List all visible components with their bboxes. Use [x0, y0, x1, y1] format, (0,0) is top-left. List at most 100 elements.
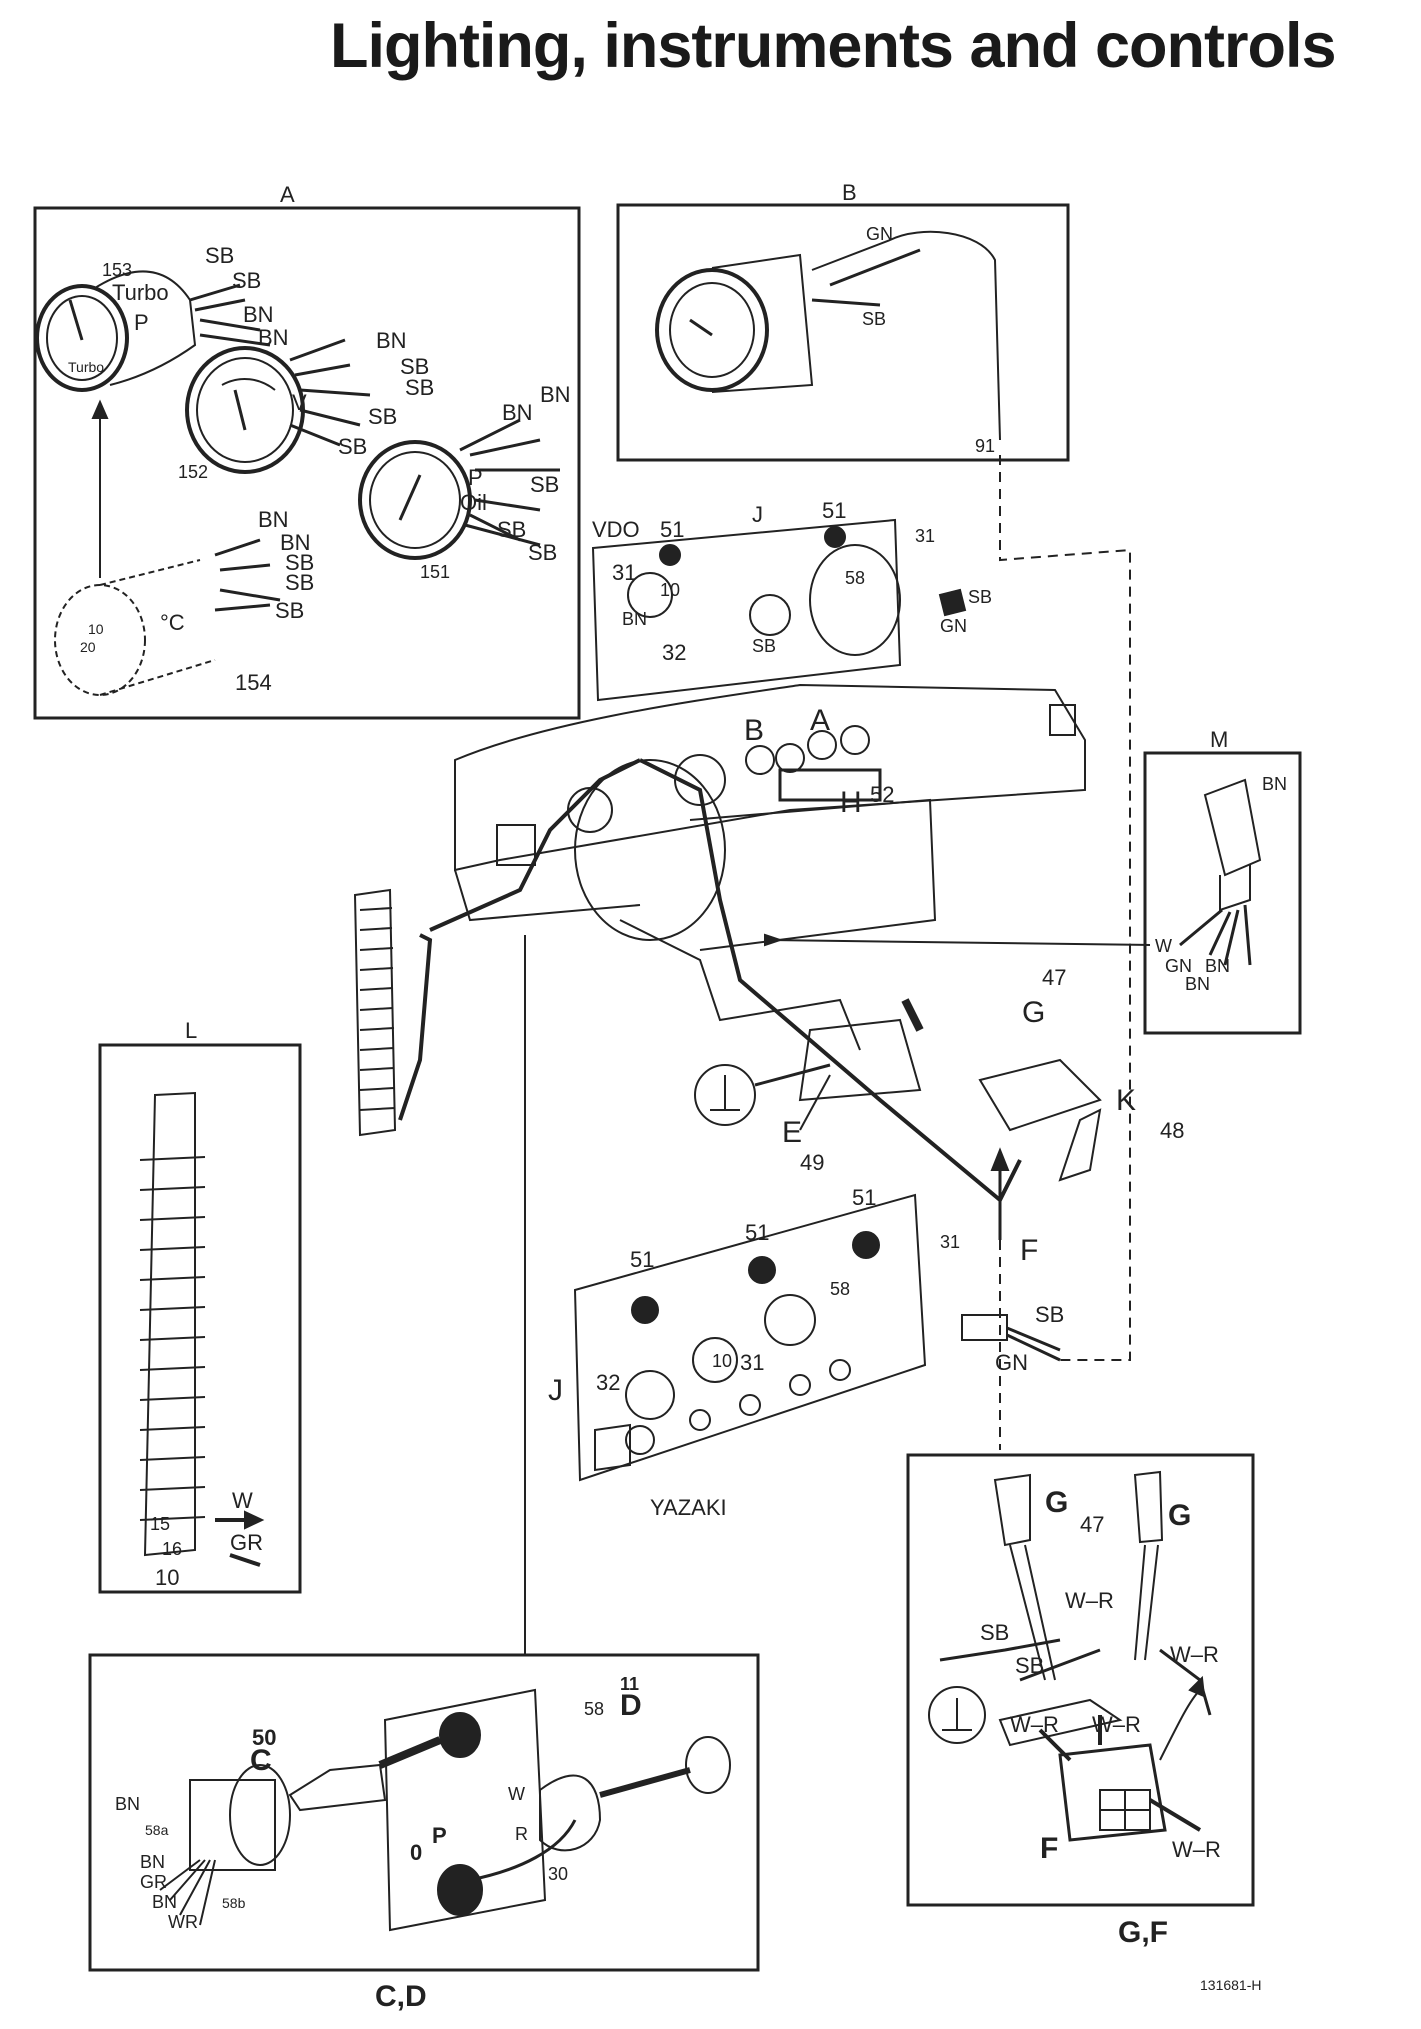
svg-text:C,D: C,D: [375, 1980, 427, 2013]
svg-text:31: 31: [740, 1350, 764, 1375]
svg-text:SB: SB: [528, 540, 557, 565]
svg-text:58: 58: [584, 1699, 604, 1719]
svg-text:47: 47: [1080, 1512, 1104, 1537]
svg-text:153: 153: [102, 260, 132, 280]
console-gk: G 47 K 48 F: [978, 965, 1184, 1267]
volt-gauge: V 152: [178, 338, 371, 482]
svg-text:SB: SB: [405, 375, 434, 400]
dashed-lead-b: [999, 455, 1131, 1361]
svg-text:47: 47: [1042, 965, 1066, 990]
svg-text:W–R: W–R: [1092, 1712, 1141, 1737]
svg-text:V: V: [292, 390, 307, 415]
svg-text:P: P: [134, 310, 149, 335]
svg-text:49: 49: [800, 1150, 824, 1175]
svg-text:32: 32: [596, 1370, 620, 1395]
svg-text:SB: SB: [338, 434, 367, 459]
panel-b: B GN SB 91: [616, 180, 1070, 462]
svg-text:GN: GN: [940, 616, 967, 636]
svg-text:GN: GN: [866, 224, 893, 244]
svg-text:E: E: [782, 1116, 802, 1149]
svg-text:31: 31: [612, 560, 636, 585]
svg-text:BN: BN: [258, 325, 289, 350]
svg-text:91: 91: [975, 436, 995, 456]
svg-text:10: 10: [155, 1565, 179, 1590]
dashboard: B A H 52: [398, 683, 1151, 1204]
svg-text:Turbo: Turbo: [68, 359, 104, 375]
panel-a-wire-labels: SB SB BN BN BN SB SB SB SB BN BN SB SB S…: [205, 243, 571, 623]
oil-gauge: P Oil 151: [358, 418, 560, 582]
svg-text:BN: BN: [280, 530, 311, 555]
svg-text:P: P: [432, 1823, 447, 1848]
svg-text:50: 50: [252, 1725, 276, 1750]
svg-text:SB: SB: [862, 309, 886, 329]
panel-a-letter: A: [280, 182, 295, 207]
svg-text:BN: BN: [502, 400, 533, 425]
svg-text:VDO: VDO: [592, 517, 640, 542]
svg-text:BN: BN: [115, 1794, 140, 1814]
svg-text:SB: SB: [752, 636, 776, 656]
svg-text:BN: BN: [376, 328, 407, 353]
svg-text:BN: BN: [1205, 956, 1230, 976]
svg-text:10: 10: [660, 580, 680, 600]
svg-text:B: B: [744, 714, 764, 747]
svg-text:58a: 58a: [145, 1822, 169, 1838]
svg-text:W–R: W–R: [1010, 1712, 1059, 1737]
svg-text:K: K: [1116, 1084, 1136, 1117]
svg-text:H: H: [840, 786, 862, 819]
svg-text:58: 58: [830, 1279, 850, 1299]
svg-text:51: 51: [822, 498, 846, 523]
svg-text:16: 16: [162, 1539, 182, 1559]
svg-text:BN: BN: [152, 1892, 177, 1912]
svg-text:31: 31: [940, 1232, 960, 1252]
svg-text:58: 58: [845, 568, 865, 588]
vdo-board: VDO 51 J 51 31 31 10 BN 58 32 SB SB GN: [591, 498, 992, 702]
svg-text:GR: GR: [230, 1530, 263, 1555]
svg-text:58b: 58b: [222, 1895, 246, 1911]
svg-text:SB: SB: [1015, 1653, 1044, 1678]
svg-text:°C: °C: [160, 610, 185, 635]
svg-text:W: W: [1155, 936, 1172, 956]
svg-text:51: 51: [630, 1247, 654, 1272]
turbo-gauge: 153 Turbo P Turbo: [35, 260, 271, 392]
svg-text:154: 154: [235, 670, 272, 695]
svg-text:SB: SB: [530, 472, 559, 497]
svg-text:SB: SB: [368, 404, 397, 429]
fuse-strip-small: [353, 888, 397, 1137]
svg-text:P: P: [468, 465, 483, 490]
svg-text:L: L: [185, 1018, 197, 1043]
svg-text:SB: SB: [285, 550, 314, 575]
svg-text:W–R: W–R: [1172, 1837, 1221, 1862]
svg-text:152: 152: [178, 462, 208, 482]
svg-text:YAZAKI: YAZAKI: [650, 1495, 727, 1520]
svg-text:BN: BN: [622, 609, 647, 629]
panel-cd: C,D C 50 BN 58a BN GR BN WR 58b 0 P D 11…: [88, 1653, 760, 2013]
svg-text:GN: GN: [1165, 956, 1192, 976]
svg-text:SB: SB: [232, 268, 261, 293]
svg-text:SB: SB: [400, 354, 429, 379]
svg-text:SB: SB: [205, 243, 234, 268]
page-title: Lighting, instruments and controls: [330, 11, 1336, 81]
svg-text:15: 15: [150, 1514, 170, 1534]
svg-text:W–R: W–R: [1065, 1588, 1114, 1613]
svg-text:R: R: [515, 1824, 528, 1844]
svg-text:SB: SB: [980, 1620, 1009, 1645]
svg-text:10: 10: [88, 621, 104, 637]
svg-text:0: 0: [410, 1840, 422, 1865]
svg-text:51: 51: [852, 1185, 876, 1210]
svg-text:51: 51: [660, 517, 684, 542]
svg-text:20: 20: [80, 639, 96, 655]
svg-text:Oil: Oil: [460, 490, 487, 515]
svg-text:SB: SB: [275, 598, 304, 623]
svg-text:J: J: [752, 502, 763, 527]
svg-text:B: B: [842, 180, 857, 205]
svg-text:G: G: [1022, 996, 1045, 1029]
svg-text:48: 48: [1160, 1118, 1184, 1143]
svg-text:Turbo: Turbo: [112, 280, 169, 305]
svg-text:10: 10: [712, 1351, 732, 1371]
svg-text:52: 52: [870, 782, 894, 807]
svg-text:J: J: [548, 1374, 563, 1407]
svg-text:G,F: G,F: [1118, 1916, 1168, 1949]
panel-gf: G,F G G 47 SB SB W–R W–R F W–R W–R W–R: [906, 1453, 1255, 1949]
ground-e: E 49: [694, 1063, 831, 1175]
